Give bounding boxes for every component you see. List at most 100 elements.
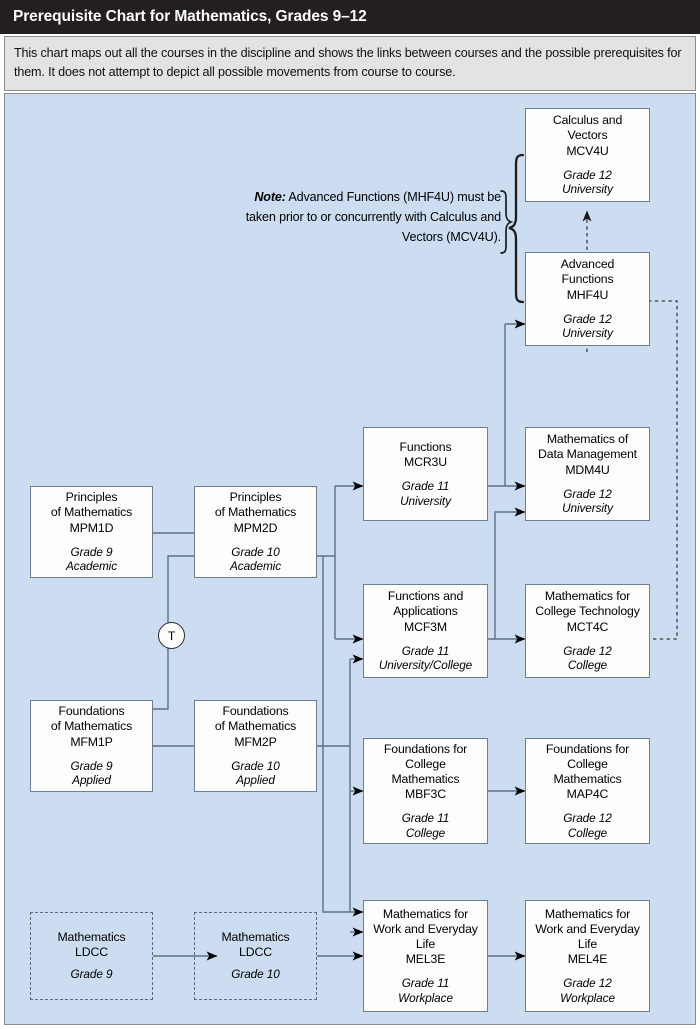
course-name-line1: Foundations for bbox=[383, 741, 468, 756]
course-stream: University bbox=[562, 501, 613, 516]
course-name-ldcc-grade10: Mathematics LDCC bbox=[218, 930, 292, 960]
course-level-mcf3m: Grade 11 University/College bbox=[379, 644, 472, 673]
course-stream: Applied bbox=[72, 773, 111, 788]
course-name-mfm1p: Foundations of Mathematics MFM1P bbox=[48, 704, 135, 750]
course-level-mdm4u: Grade 12 University bbox=[562, 487, 613, 516]
course-name-mhf4u: Advanced Functions MHF4U bbox=[558, 257, 618, 303]
course-box-mhf4u[interactable]: Advanced Functions MHF4U Grade 12 Univer… bbox=[525, 252, 650, 346]
course-grade: Grade 9 bbox=[70, 967, 113, 982]
course-stream: College bbox=[567, 658, 608, 673]
description-band: This chart maps out all the courses in t… bbox=[4, 36, 696, 91]
course-box-ldcc-grade10[interactable]: Mathematics LDCC Grade 10 bbox=[194, 912, 317, 1000]
course-name-line2: of Mathematics bbox=[50, 719, 133, 734]
course-level-mcv4u: Grade 12 University bbox=[562, 168, 613, 197]
course-box-mbf3c[interactable]: Foundations for College Mathematics MBF3… bbox=[363, 738, 488, 844]
course-grade: Grade 10 bbox=[231, 758, 280, 773]
course-stream: Workplace bbox=[560, 990, 615, 1005]
course-stream: Applied bbox=[236, 773, 275, 788]
course-level-mpm1d: Grade 9 Academic bbox=[66, 545, 117, 574]
course-box-mcf3m[interactable]: Functions and Applications MCF3M Grade 1… bbox=[363, 584, 488, 678]
course-name-line2: Work and Everyday bbox=[535, 921, 640, 936]
course-name-mfm2p: Foundations of Mathematics MFM2P bbox=[212, 704, 299, 750]
course-box-ldcc-grade9[interactable]: Mathematics LDCC Grade 9 bbox=[30, 912, 153, 1000]
course-code: MAP4C bbox=[566, 787, 609, 802]
course-name-line1: Mathematics for bbox=[544, 906, 631, 921]
course-grade: Grade 10 bbox=[231, 544, 280, 559]
course-level-mpm2d: Grade 10 Academic bbox=[230, 545, 281, 574]
course-name-line1: Functions bbox=[399, 439, 452, 454]
course-code: MFM1P bbox=[70, 734, 113, 749]
course-level-mfm2p: Grade 10 Applied bbox=[231, 759, 279, 788]
course-name-line2: College Technology bbox=[535, 604, 640, 619]
course-name-mcr3u: Functions MCR3U bbox=[397, 440, 455, 470]
course-code: MPM1D bbox=[69, 520, 114, 535]
course-name-line1: Foundations bbox=[58, 704, 125, 719]
course-code: LDCC bbox=[239, 945, 272, 960]
course-box-mdm4u[interactable]: Mathematics of Data Management MDM4U Gra… bbox=[525, 427, 650, 521]
course-level-mbf3c: Grade 11 College bbox=[402, 811, 450, 840]
course-stream: Workplace bbox=[398, 990, 453, 1005]
course-name-line2: of Mathematics bbox=[50, 505, 133, 520]
course-name-line2: Data Management bbox=[538, 447, 637, 462]
course-code: MEL3E bbox=[405, 952, 446, 967]
course-box-mfm2p[interactable]: Foundations of Mathematics MFM2P Grade 1… bbox=[194, 700, 317, 792]
course-name-line2: of Mathematics bbox=[214, 719, 297, 734]
title-bar: Prerequisite Chart for Mathematics, Grad… bbox=[0, 0, 700, 34]
course-grade: Grade 12 bbox=[563, 486, 612, 501]
course-stream: College bbox=[405, 825, 446, 840]
course-name-line1: Mathematics for bbox=[544, 589, 631, 604]
note-text: Note: Advanced Functions (MHF4U) must be… bbox=[223, 187, 501, 247]
note-label: Note: bbox=[254, 190, 286, 204]
course-grade: Grade 12 bbox=[563, 811, 612, 826]
course-name-line1: Functions and bbox=[387, 589, 464, 604]
course-box-mpm2d[interactable]: Principles of Mathematics MPM2D Grade 10… bbox=[194, 486, 317, 578]
course-name-line1: Foundations for bbox=[545, 741, 630, 756]
course-code: MFM2P bbox=[234, 734, 277, 749]
course-name-mdm4u: Mathematics of Data Management MDM4U bbox=[535, 432, 640, 478]
course-name-line2: College bbox=[567, 756, 608, 771]
course-box-mfm1p[interactable]: Foundations of Mathematics MFM1P Grade 9… bbox=[30, 700, 153, 792]
course-stream: College bbox=[567, 825, 608, 840]
course-box-mct4c[interactable]: Mathematics for College Technology MCT4C… bbox=[525, 584, 650, 678]
course-grade: Grade 12 bbox=[563, 976, 612, 991]
course-name-mct4c: Mathematics for College Technology MCT4C bbox=[532, 589, 642, 635]
course-box-mel3e[interactable]: Mathematics for Work and Everyday Life M… bbox=[363, 900, 488, 1012]
course-grade: Grade 12 bbox=[563, 311, 612, 326]
course-name-line2: Applications bbox=[393, 604, 458, 619]
course-box-mcr3u[interactable]: Functions MCR3U Grade 11 University bbox=[363, 427, 488, 521]
course-name-mcv4u: Calculus and Vectors MCV4U bbox=[550, 113, 625, 159]
course-level-map4c: Grade 12 College bbox=[563, 811, 611, 840]
course-name-line1: Calculus and bbox=[552, 113, 623, 128]
course-stream: University bbox=[562, 326, 613, 341]
course-box-mpm1d[interactable]: Principles of Mathematics MPM1D Grade 9 … bbox=[30, 486, 153, 578]
course-name-mbf3c: Foundations for College Mathematics MBF3… bbox=[381, 742, 470, 803]
course-grade: Grade 11 bbox=[401, 811, 450, 826]
transfer-course-node[interactable]: T bbox=[158, 622, 185, 649]
course-name-ldcc-grade9: Mathematics LDCC bbox=[54, 930, 128, 960]
course-name-line2: Functions bbox=[561, 272, 614, 287]
course-box-mel4e[interactable]: Mathematics for Work and Everyday Life M… bbox=[525, 900, 650, 1012]
course-name-mpm2d: Principles of Mathematics MPM2D bbox=[212, 490, 299, 536]
course-box-map4c[interactable]: Foundations for College Mathematics MAP4… bbox=[525, 738, 650, 844]
note-body: Advanced Functions (MHF4U) must be taken… bbox=[245, 190, 501, 244]
course-name-line2: College bbox=[405, 756, 446, 771]
page-title: Prerequisite Chart for Mathematics, Grad… bbox=[13, 8, 367, 25]
course-name-line1: Mathematics bbox=[221, 930, 290, 944]
course-name-line3: Mathematics bbox=[391, 771, 460, 786]
description-text: This chart maps out all the courses in t… bbox=[14, 46, 682, 79]
course-stream: University bbox=[562, 182, 613, 197]
course-name-mpm1d: Principles of Mathematics MPM1D bbox=[48, 490, 135, 536]
course-level-mel4e: Grade 12 Workplace bbox=[560, 976, 615, 1005]
course-name-line3: Mathematics bbox=[553, 771, 622, 786]
link-mcf3m-mdm4u bbox=[494, 507, 526, 639]
course-name-mel4e: Mathematics for Work and Everyday Life M… bbox=[532, 907, 643, 968]
course-level-mhf4u: Grade 12 University bbox=[562, 312, 613, 341]
course-name-mcf3m: Functions and Applications MCF3M bbox=[385, 589, 466, 635]
course-name-line3: Life bbox=[415, 936, 436, 951]
course-name-line2: Vectors bbox=[567, 128, 608, 143]
course-grade: Grade 12 bbox=[563, 643, 612, 658]
course-name-line1: Principles bbox=[65, 490, 118, 505]
course-grade: Grade 11 bbox=[401, 976, 450, 991]
course-box-mcv4u[interactable]: Calculus and Vectors MCV4U Grade 12 Univ… bbox=[525, 108, 650, 202]
